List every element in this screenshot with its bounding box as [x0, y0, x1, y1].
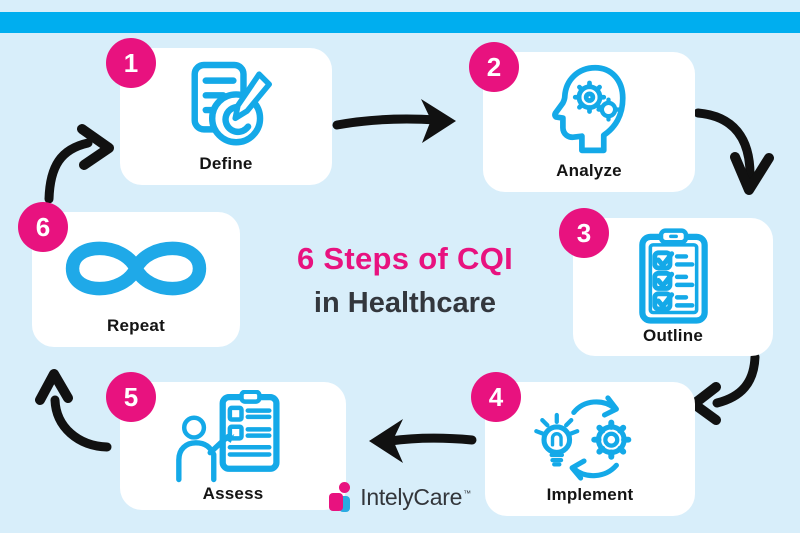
step-number-badge: 6	[18, 202, 68, 252]
step-number-badge: 4	[471, 372, 521, 422]
step-card-define: 1 Define	[106, 38, 332, 185]
arrow-define-to-analyze	[332, 99, 456, 143]
step-number-badge: 2	[469, 42, 519, 92]
document-pencil-target-icon	[180, 48, 272, 154]
clipboard-checklist-icon	[629, 218, 718, 326]
infinity-icon	[60, 212, 212, 316]
step-number-badge: 5	[106, 372, 156, 422]
step-label: Assess	[202, 484, 264, 503]
trademark-symbol: ™	[463, 489, 471, 499]
arrow-assess-to-repeat	[35, 369, 112, 452]
step-card-outline: 3	[559, 208, 773, 356]
step-label: Analyze	[556, 161, 622, 180]
arrow-analyze-to-outline	[693, 108, 774, 195]
arrow-outline-to-implement	[689, 352, 760, 425]
title-block: 6 Steps of CQI in Healthcare	[240, 241, 570, 320]
title-line-2: in Healthcare	[313, 287, 497, 319]
step-label: Define	[199, 154, 253, 173]
arrow-repeat-to-define	[44, 124, 114, 204]
step-card-implement: 4	[471, 372, 695, 516]
step-label: Outline	[643, 326, 703, 345]
intelycare-logo-mark-icon	[329, 482, 353, 513]
step-label: Repeat	[107, 316, 165, 335]
person-checklist-icon	[170, 382, 296, 484]
lightbulb-gear-cycle-icon	[520, 382, 660, 485]
step-number-badge: 1	[106, 38, 156, 88]
step-card-analyze: 2	[469, 42, 695, 192]
title-line-1: 6 Steps of CQI	[296, 241, 514, 276]
step-label: Implement	[546, 485, 634, 504]
top-accent-bar	[0, 12, 800, 33]
step-card-repeat: 6 Repeat	[18, 202, 240, 347]
arrow-implement-to-assess	[369, 419, 477, 463]
step-number-badge: 3	[559, 208, 609, 258]
intelycare-logo: IntelyCare™	[0, 482, 800, 513]
intelycare-logo-text: IntelyCare™	[360, 484, 471, 510]
step-card-assess: 5 Assess	[106, 372, 346, 510]
head-with-gears-icon	[542, 52, 637, 161]
